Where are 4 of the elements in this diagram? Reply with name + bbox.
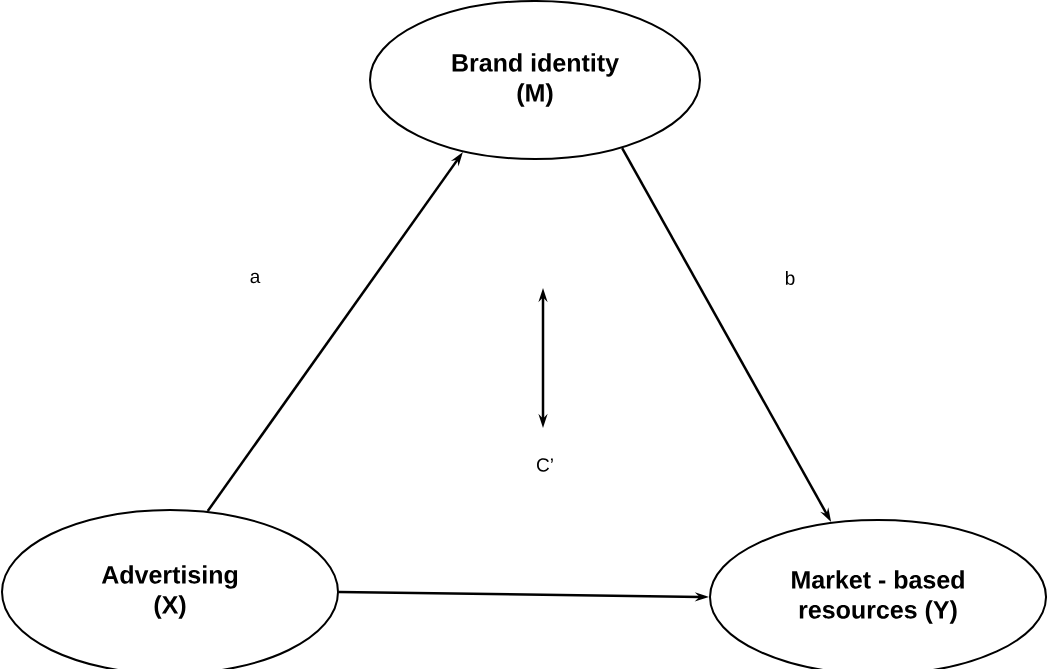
edge-label: a	[250, 272, 261, 284]
ellipse-node: Brand identity (M)	[369, 0, 701, 160]
edge-label: b	[785, 271, 795, 285]
path-label: C’	[537, 458, 553, 472]
